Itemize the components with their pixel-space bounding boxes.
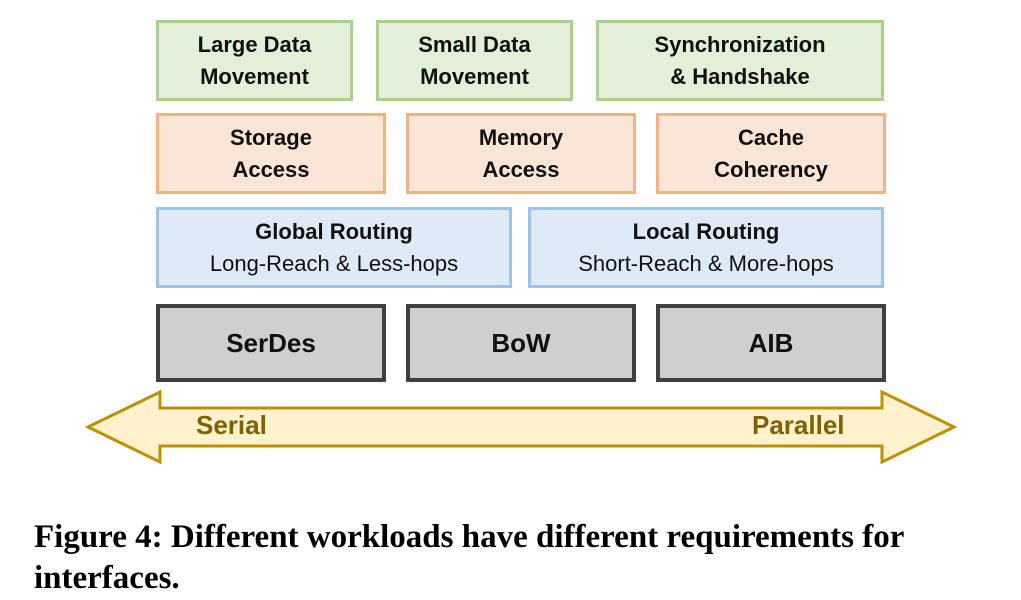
access-storage: Storage Access — [156, 113, 386, 194]
phy-bow: BoW — [406, 304, 636, 382]
access-memory: Memory Access — [406, 113, 636, 194]
arrow-label-parallel: Parallel — [752, 410, 845, 440]
box-label-line1: Storage — [230, 124, 312, 150]
access-cache-coherency: Cache Coherency — [656, 113, 886, 194]
box-label-line1: Memory — [478, 124, 564, 150]
box-label-line2: Access — [482, 156, 560, 182]
arrow-label-serial: Serial — [196, 410, 267, 440]
phy-serdes: SerDes — [156, 304, 386, 382]
box-label-line2: Movement — [200, 63, 309, 89]
workload-small-data-movement: Small Data Movement — [376, 20, 573, 101]
box-label-line1: Synchronization — [654, 31, 826, 57]
box-label-line2: & Handshake — [670, 63, 810, 89]
routing-title: Global Routing — [255, 218, 413, 244]
workload-large-data-movement: Large Data Movement — [156, 20, 353, 101]
phy-label: AIB — [748, 328, 794, 358]
box-label-line1: Cache — [737, 124, 805, 150]
workload-synchronization-handshake: Synchronization & Handshake — [596, 20, 884, 101]
double-arrow-shape — [84, 389, 958, 465]
box-label-line2: Movement — [420, 63, 529, 89]
box-label-line1: Small Data — [418, 31, 531, 57]
box-label-line2: Access — [232, 156, 310, 182]
routing-title: Local Routing — [632, 218, 780, 244]
routing-subtitle: Short-Reach & More-hops — [578, 250, 834, 276]
box-label-line2: Coherency — [714, 156, 828, 182]
routing-subtitle: Long-Reach & Less-hops — [209, 250, 459, 276]
phy-label: SerDes — [226, 328, 316, 358]
routing-global: Global Routing Long-Reach & Less-hops — [156, 207, 512, 288]
box-label-line1: Large Data — [197, 31, 312, 57]
routing-local: Local Routing Short-Reach & More-hops — [528, 207, 884, 288]
phy-aib: AIB — [656, 304, 886, 382]
phy-label: BoW — [491, 328, 551, 358]
figure-caption: Figure 4: Different workloads have diffe… — [34, 519, 904, 596]
